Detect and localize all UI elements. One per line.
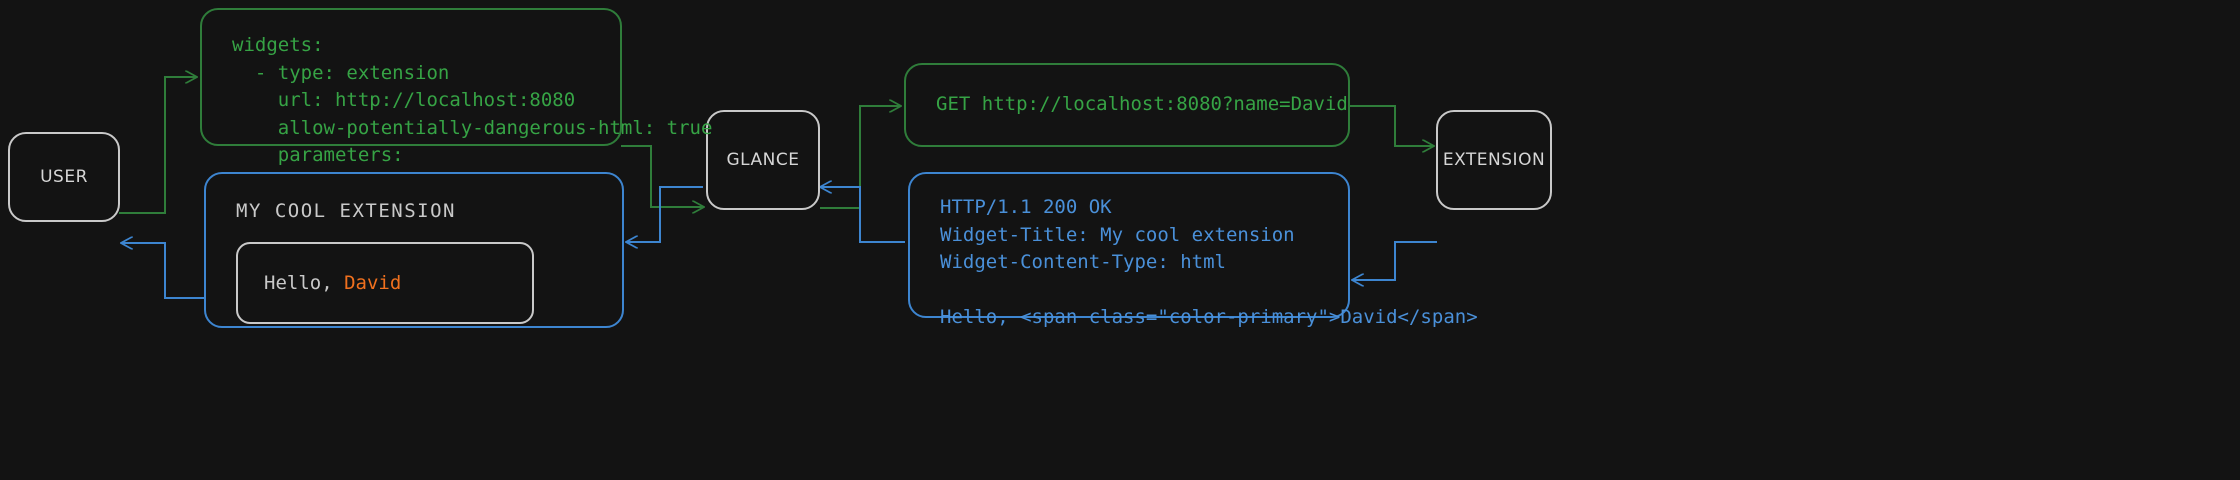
- flow-config-to-glance: [621, 145, 703, 207]
- panel-http-response[interactable]: HTTP/1.1 200 OK Widget-Title: My cool ex…: [908, 172, 1478, 328]
- widget-body-highlight: David: [344, 272, 402, 294]
- node-extension-label: EXTENSION: [1442, 150, 1546, 170]
- flow-request-to-extension: [1350, 105, 1433, 146]
- widget-body-prefix: Hello,: [264, 272, 345, 294]
- flow-glance-to-request: [820, 106, 900, 209]
- widget-title: MY COOL EXTENSION: [236, 200, 456, 222]
- flow-response-to-glance: [821, 187, 905, 243]
- panel-http-request[interactable]: GET http://localhost:8080?name=David: [904, 63, 1350, 147]
- node-user[interactable]: USER: [8, 132, 120, 222]
- node-glance[interactable]: GLANCE: [706, 110, 820, 210]
- widget-body: Hello, David: [264, 272, 401, 294]
- flow-user-to-config: [119, 77, 196, 214]
- widget-content-card: Hello, David: [236, 242, 534, 324]
- panel-rendered-widget[interactable]: MY COOL EXTENSION Hello, David: [204, 172, 624, 328]
- panel-config-yaml[interactable]: widgets: - type: extension url: http://l…: [200, 8, 712, 194]
- http-response-code: HTTP/1.1 200 OK Widget-Title: My cool ex…: [940, 196, 1478, 329]
- flow-glance-to-widget: [627, 186, 703, 242]
- flow-widget-to-user: [122, 243, 205, 299]
- node-glance-label: GLANCE: [726, 150, 800, 170]
- node-extension[interactable]: EXTENSION: [1436, 110, 1552, 210]
- http-request-code: GET http://localhost:8080?name=David: [936, 93, 1348, 116]
- flow-extension-to-response: [1353, 241, 1437, 280]
- node-user-label: USER: [40, 167, 88, 187]
